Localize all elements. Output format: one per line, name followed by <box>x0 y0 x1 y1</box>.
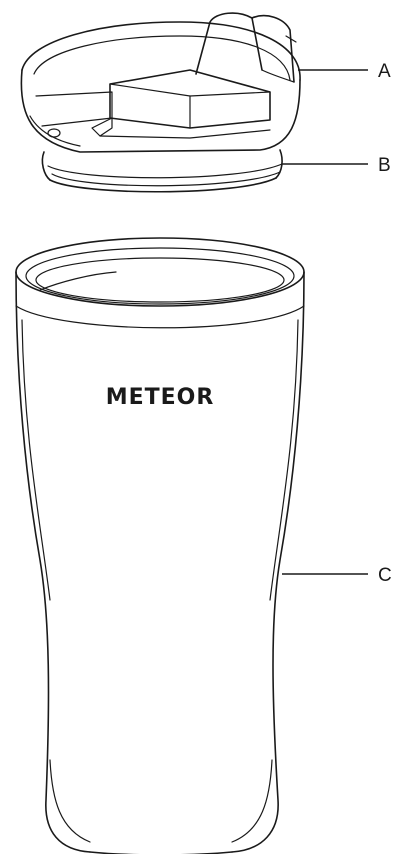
cup-body: METEOR <box>16 238 304 854</box>
brand-logo: METEOR <box>106 385 215 410</box>
part-label-c: C <box>378 565 392 586</box>
lid <box>21 13 300 152</box>
callout-c: C <box>282 565 392 586</box>
callout-b: B <box>282 155 391 176</box>
callout-a: A <box>298 61 391 82</box>
part-label-b: B <box>378 155 391 176</box>
part-label-a: A <box>378 61 391 82</box>
seal-ring <box>42 150 282 192</box>
